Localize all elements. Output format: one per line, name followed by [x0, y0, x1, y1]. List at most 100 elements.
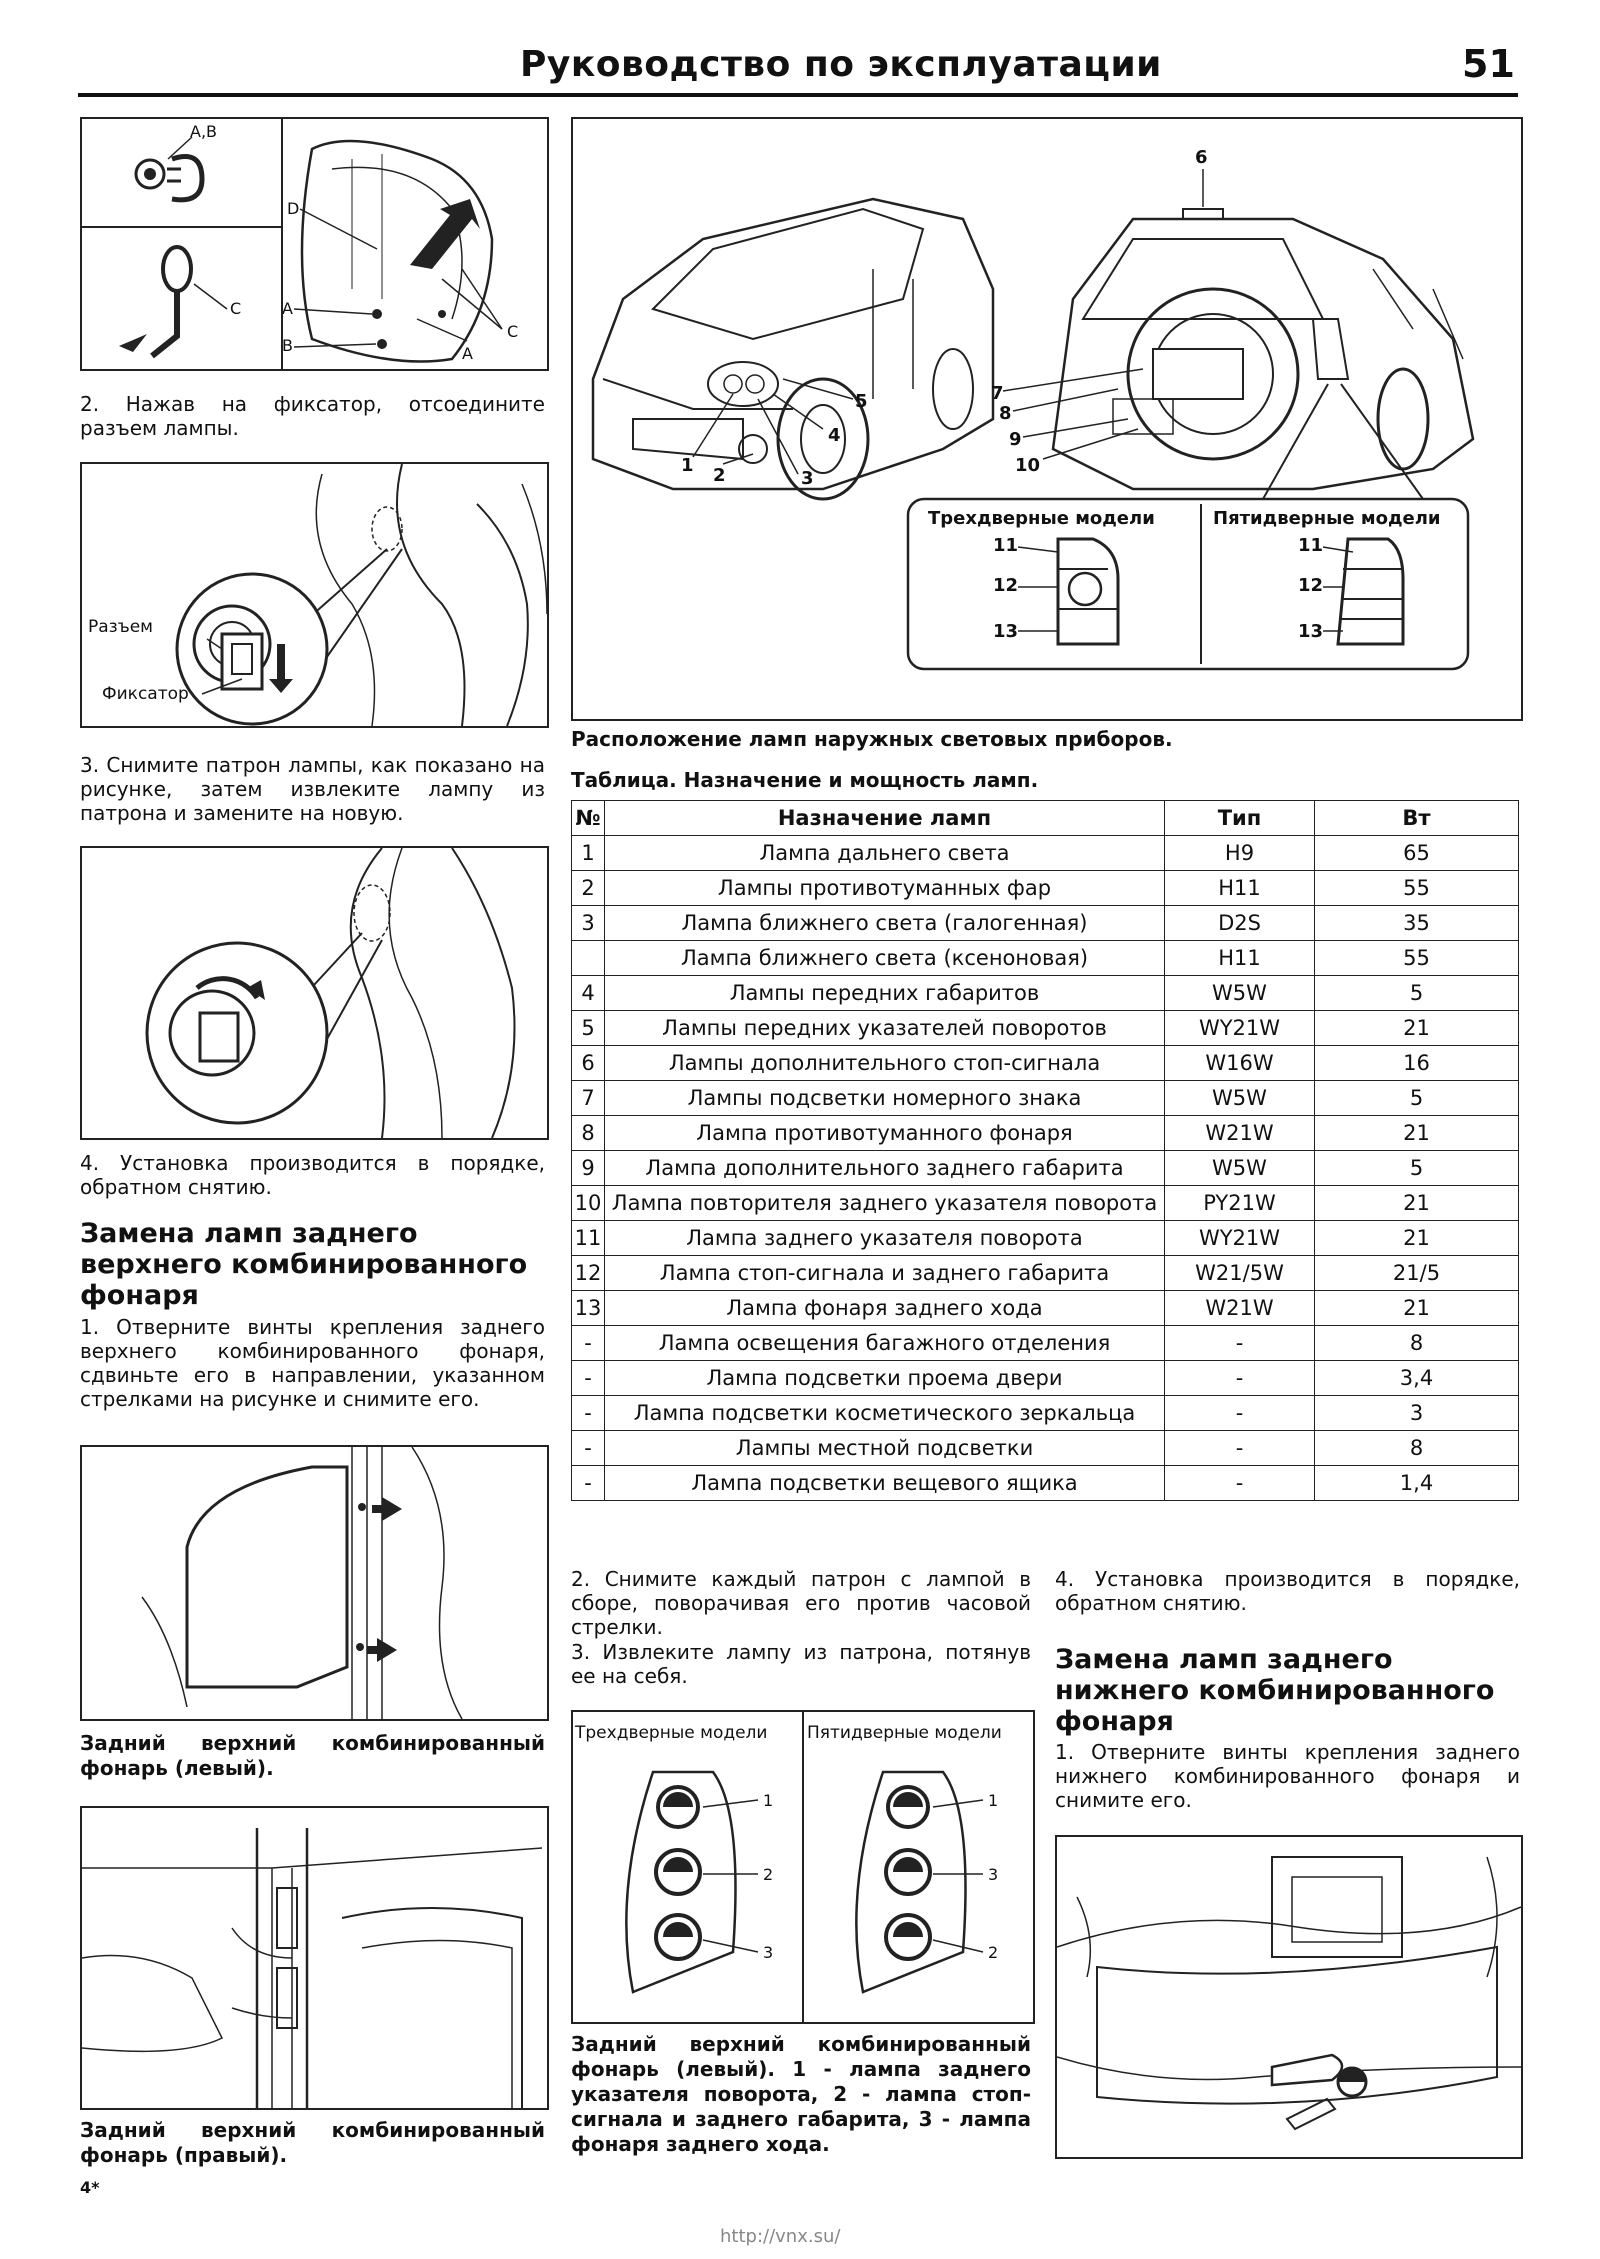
cell-watt: 3,4	[1314, 1360, 1519, 1396]
mid-step-3-text: 3. Извлеките лампу из патрона, потянув е…	[571, 1640, 1031, 1688]
inset-3d-num-13: 13	[993, 621, 1018, 642]
cell-number: -	[571, 1325, 605, 1361]
latch-label: Фиксатор	[102, 684, 189, 704]
cell-type: W5W	[1164, 1150, 1315, 1186]
col-number: №	[571, 800, 605, 836]
cell-watt: 21/5	[1314, 1255, 1519, 1291]
cell-type: -	[1164, 1430, 1315, 1466]
cell-type: W21W	[1164, 1115, 1315, 1151]
car-label-3: 3	[801, 468, 814, 489]
cell-watt: 21	[1314, 1220, 1519, 1256]
car-label-7: 7	[991, 383, 1004, 404]
col-purpose: Назначение ламп	[604, 800, 1165, 836]
cell-purpose: Лампа стоп-сигнала и заднего габарита	[604, 1255, 1165, 1291]
fig1-label-c1: C	[230, 299, 241, 318]
inset-three-door: Трехдверные модели	[928, 508, 1155, 529]
cell-number: -	[571, 1360, 605, 1396]
heading-lower-lamp: Замена ламп заднего нижнего комбинирован…	[1055, 1644, 1495, 1737]
car-label-9: 9	[1009, 429, 1022, 450]
upper-step-1-text: 1. Отверните винты крепления заднего вер…	[80, 1315, 545, 1411]
cell-type: D2S	[1164, 905, 1315, 941]
car-label-6: 6	[1195, 147, 1208, 168]
cell-purpose: Лампа дальнего света	[604, 835, 1165, 871]
fig1-label-d: D	[287, 199, 299, 218]
bulb-left-2: 2	[763, 1865, 773, 1884]
bulb-left-1: 1	[763, 1791, 773, 1810]
bulb-right-3: 3	[988, 1865, 998, 1884]
cell-watt: 5	[1314, 1080, 1519, 1116]
cell-purpose: Лампа освещения багажного отделения	[604, 1325, 1165, 1361]
step-3-text: 3. Снимите патрон лампы, как показано на…	[80, 753, 545, 825]
cell-watt: 35	[1314, 905, 1519, 941]
cell-purpose: Лампа подсветки проема двери	[604, 1360, 1165, 1396]
table-row: -Лампа подсветки вещевого ящика-1,4	[571, 1465, 1519, 1501]
header-rule	[78, 93, 1518, 97]
cell-purpose: Лампы противотуманных фар	[604, 870, 1165, 906]
cell-type: H9	[1164, 835, 1315, 871]
connector-label: Разъем	[88, 617, 153, 637]
mid-step-2-text: 2. Снимите каждый патрон с лампой в сбор…	[571, 1567, 1031, 1639]
cell-watt: 55	[1314, 870, 1519, 906]
inset-3d-num-12: 12	[993, 575, 1018, 596]
cell-type: WY21W	[1164, 1010, 1315, 1046]
table-title: Таблица. Назначение и мощность ламп.	[571, 768, 1039, 792]
cell-purpose: Лампы дополнительного стоп-сигнала	[604, 1045, 1165, 1081]
cell-number: 12	[571, 1255, 605, 1291]
car-label-2: 2	[713, 465, 726, 486]
car-label-8: 8	[999, 403, 1012, 424]
page-number: 51	[1462, 42, 1515, 86]
bulb-right-2: 2	[988, 1943, 998, 1962]
cell-purpose: Лампа фонаря заднего хода	[604, 1290, 1165, 1326]
cell-type: -	[1164, 1465, 1315, 1501]
car-label-1: 1	[681, 455, 694, 476]
cell-number: 5	[571, 1010, 605, 1046]
bulb-left-3: 3	[763, 1943, 773, 1962]
col-type: Тип	[1164, 800, 1315, 836]
car-label-5: 5	[855, 391, 868, 412]
cell-watt: 21	[1314, 1185, 1519, 1221]
cell-watt: 55	[1314, 940, 1519, 976]
cell-type: WY21W	[1164, 1220, 1315, 1256]
cell-watt: 5	[1314, 975, 1519, 1011]
cell-type: W21W	[1164, 1290, 1315, 1326]
cell-watt: 1,4	[1314, 1465, 1519, 1501]
figure-upper-lamp-right	[80, 1806, 549, 2110]
page-title: Руководство по эксплуатации	[520, 44, 1162, 85]
cell-purpose: Лампы подсветки номерного знака	[604, 1080, 1165, 1116]
cell-watt: 5	[1314, 1150, 1519, 1186]
bulbs-five-door: Пятидверные модели	[807, 1723, 1002, 1743]
right-step-4-text: 4. Установка производится в порядке, обр…	[1055, 1567, 1520, 1615]
table-row: -Лампа подсветки проема двери-3,4	[571, 1360, 1519, 1396]
caption-upper-left: Задний верхний комбинированный фонарь (л…	[80, 1731, 545, 1780]
step-4-text: 4. Установка производится в порядке, обр…	[80, 1151, 545, 1199]
car-label-10: 10	[1015, 455, 1040, 476]
heading-upper-lamp: Замена ламп заднего верхнего комбинирова…	[80, 1218, 528, 1311]
inset-5d-num-13: 13	[1298, 621, 1323, 642]
figure-connector: Разъем Фиксатор	[80, 462, 549, 728]
cell-purpose: Лампы местной подсветки	[604, 1430, 1165, 1466]
cell-purpose: Лампа дополнительного заднего габарита	[604, 1150, 1165, 1186]
caption-lamp-location: Расположение ламп наружных световых приб…	[571, 727, 1173, 751]
cell-number: 2	[571, 870, 605, 906]
cell-type: -	[1164, 1325, 1315, 1361]
cell-purpose: Лампа подсветки косметического зеркальца	[604, 1395, 1165, 1431]
cell-number: -	[571, 1395, 605, 1431]
cell-purpose: Лампа ближнего света (галогенная)	[604, 905, 1165, 941]
cell-number: 10	[571, 1185, 605, 1221]
fig1-label-a: A	[282, 299, 293, 318]
cell-type: W21/5W	[1164, 1255, 1315, 1291]
table-row: -Лампа освещения багажного отделения-8	[571, 1325, 1519, 1361]
cell-watt: 3	[1314, 1395, 1519, 1431]
cell-number: 8	[571, 1115, 605, 1151]
